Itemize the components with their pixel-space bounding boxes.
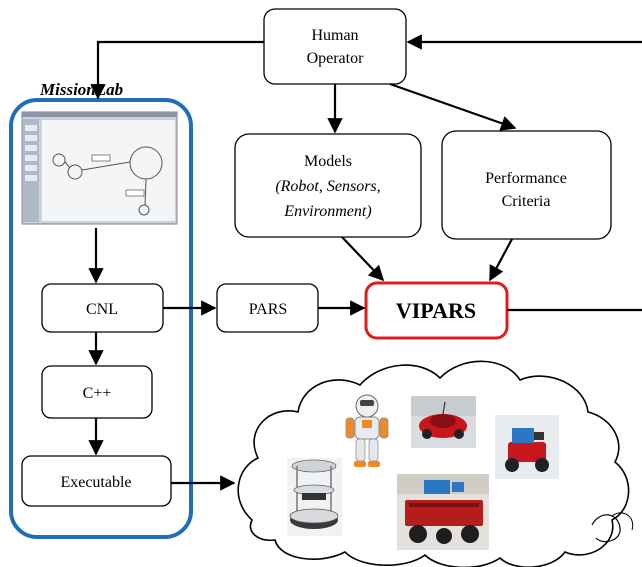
missionlab-screenshot (21, 111, 178, 225)
pars-label: PARS (249, 301, 288, 318)
arrow-models-to-vipars (341, 236, 385, 282)
cloud-tail-2 (611, 512, 634, 531)
models-line3: Environment) (283, 203, 371, 220)
wheeled-robot-image (495, 415, 559, 479)
arrow-performance-to-vipars (489, 238, 513, 282)
human-operator-box (263, 8, 407, 85)
human-operator-line1: Human (311, 27, 358, 44)
turtlebot-image (287, 458, 342, 536)
connectors (88, 34, 642, 491)
red-robot-image (411, 396, 476, 448)
performance-line2: Criteria (502, 193, 551, 210)
cnl-label: CNL (86, 301, 118, 318)
missionlab-title: MissionLab (39, 80, 123, 99)
husky-robot-image (397, 474, 489, 550)
arrow-operator-to-missionlab (90, 40, 264, 100)
cpp-label: C++ (83, 385, 112, 402)
models-line1: Models (304, 153, 352, 170)
human-operator-line2: Operator (307, 50, 365, 67)
humanoid-robot-image (345, 394, 389, 467)
performance-line1: Performance (485, 170, 567, 187)
robots-cloud (237, 360, 634, 567)
executable-label: Executable (60, 474, 131, 491)
arrow-operator-to-performance (389, 82, 517, 131)
cloud-tail-1 (591, 514, 621, 543)
vipars-label: VIPARS (396, 298, 476, 323)
missionlab-container (9, 98, 193, 539)
models-line2: (Robot, Sensors, (275, 178, 380, 195)
models-box (234, 133, 422, 238)
executable-box (21, 455, 172, 507)
performance-criteria-box (441, 130, 612, 240)
